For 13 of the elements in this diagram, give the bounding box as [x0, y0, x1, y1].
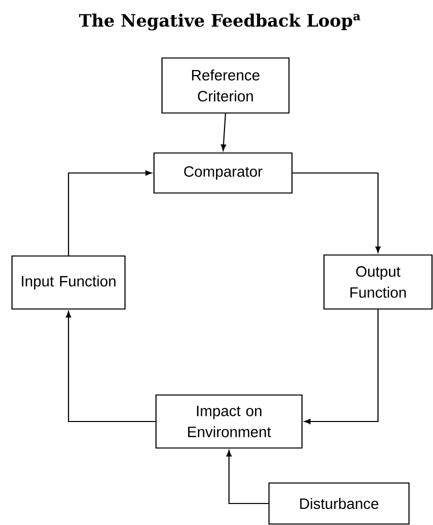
process-box: Impact on Environment	[155, 394, 303, 449]
arrow	[226, 450, 268, 504]
process-box: Comparator	[153, 152, 293, 194]
process-box: Reference Criterion	[161, 57, 290, 114]
arrow	[292, 172, 381, 253]
title: The Negative Feedback Loop$^{a}$	[79, 14, 360, 30]
arrow	[68, 170, 152, 256]
arrow	[220, 114, 226, 151]
process-box: Input Function	[11, 255, 126, 310]
arrow	[66, 311, 156, 422]
arrow	[304, 310, 379, 424]
process-box: Output Function	[323, 254, 433, 310]
process-box: Disturbance	[268, 482, 410, 525]
